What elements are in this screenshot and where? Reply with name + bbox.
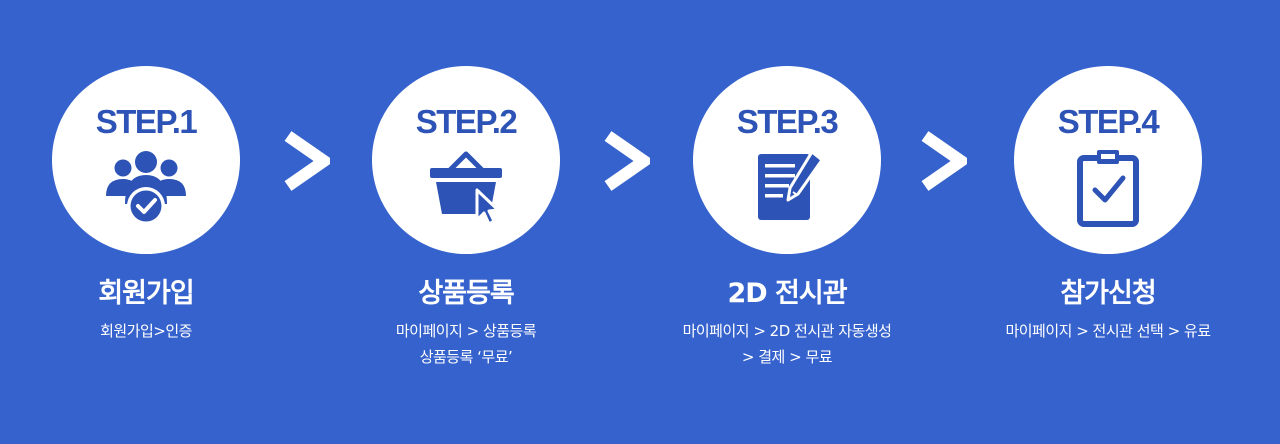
step-2-label: STEP.2 [415, 103, 518, 140]
step-2-title: 상품등록 [418, 278, 514, 309]
chevron-right-icon [921, 131, 967, 191]
step-4: STEP.4 참가신청 마이페이지 > 전시관 선택 > 유료 [978, 66, 1238, 344]
step-4-circle: STEP.4 [1014, 66, 1202, 254]
step-1-desc: 회원가입>인증 [100, 318, 192, 344]
step-3-desc: 마이페이지 > 2D 전시관 자동생성 > 결제 > 무료 [683, 318, 892, 370]
step-3-desc-line-2: > 결제 > 무료 [741, 348, 833, 366]
step-3-label: STEP.3 [736, 103, 839, 140]
step-2-desc-line-2: 상품등록 ‘무료’ [419, 348, 513, 366]
document-pencil-icon [758, 150, 824, 220]
step-1-desc-line-1: 회원가입>인증 [100, 322, 192, 340]
step-2-desc-line-1: 마이페이지 > 상품등록 [395, 322, 537, 340]
step-3-circle: STEP.3 [693, 66, 881, 254]
clipboard-check-icon [1077, 150, 1139, 227]
step-3-title: 2D 전시관 [727, 278, 847, 309]
step-1: STEP.1 회원가입 회원가입>인증 [16, 66, 276, 344]
step-4-desc: 마이페이지 > 전시관 선택 > 유료 [1005, 318, 1211, 344]
step-4-desc-line-1: 마이페이지 > 전시관 선택 > 유료 [1005, 322, 1211, 340]
step-1-label: STEP.1 [95, 103, 198, 140]
chevron-right-icon [604, 131, 650, 191]
step-2-desc: 마이페이지 > 상품등록 상품등록 ‘무료’ [395, 318, 537, 370]
step-2: STEP.2 상품등록 마이페이지 > 상품등록 상품등록 ‘무료’ [336, 66, 596, 370]
step-2-circle: STEP.2 [372, 66, 560, 254]
step-1-title: 회원가입 [98, 278, 194, 309]
basket-cursor-icon [430, 151, 502, 226]
step-1-circle: STEP.1 [52, 66, 240, 254]
step-3-desc-line-1: 마이페이지 > 2D 전시관 자동생성 [682, 322, 892, 340]
user-group-check-icon [106, 151, 186, 225]
step-4-title: 참가신청 [1060, 278, 1156, 309]
step-3: STEP.3 2D 전시관 마이페이지 > 2D 전시관 자동생성 > 결제 >… [657, 66, 917, 370]
chevron-right-icon [284, 131, 330, 191]
step-4-label: STEP.4 [1057, 103, 1160, 140]
